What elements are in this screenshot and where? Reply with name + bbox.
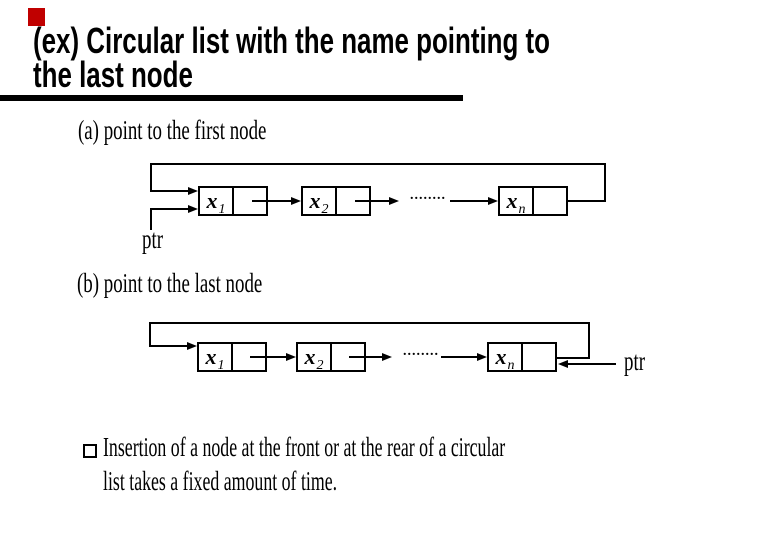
node-b-x1-label: x [205,344,217,369]
bullet-square-icon [83,444,97,458]
arrow-a-x2-to-dots [355,197,399,205]
ptr-b-arrow [558,360,616,368]
node-a-x1-label: x [206,188,218,213]
title-underline [0,95,463,101]
section-a-label: (a) point to the first node [78,115,267,145]
page-title-line-1: (ex) Circular list with the name pointin… [33,20,551,61]
red-accent-square-icon [28,8,45,26]
node-b-xn: xn [487,342,557,373]
loop-a-top-line [150,163,606,165]
node-b-xn-data-field: xn [489,344,523,373]
node-b-x1-subscript: 1 [217,358,225,373]
loop-b-right-line [588,322,590,359]
loop-b-top-line [149,322,590,324]
ellipsis-a: ........ [410,188,446,203]
arrow-b-x1-to-x2 [250,353,296,361]
page-title-line-2: the last node [33,54,193,95]
node-b-xn-pointer-field [523,344,555,370]
loop-b-out-line [540,357,590,359]
loop-a-left-line [150,163,152,192]
node-a-x1-subscript: 1 [218,202,226,217]
loop-a-arrow-into-first-node [150,187,198,195]
node-a-x2-data-field: x2 [303,188,337,217]
section-b-label: (b) point to the last node [77,268,263,298]
node-a-x1: x1 [198,186,268,217]
node-a-x2-subscript: 2 [321,202,329,217]
node-b-xn-label: x [495,344,507,369]
loop-a-right-line [604,163,606,202]
node-b-x1-data-field: x1 [199,344,233,373]
node-a-x2-label: x [309,188,321,213]
ptr-a-label: ptr [142,224,163,254]
bullet-text-line-1: Insertion of a node at the front or at t… [103,432,506,462]
node-b-x2-data-field: x2 [298,344,332,373]
ptr-b-label: ptr [624,346,645,376]
loop-b-left-line [149,322,151,347]
node-a-xn: xn [498,186,568,217]
arrow-a-x1-to-x2 [252,197,301,205]
node-a-xn-pointer-field [534,188,566,214]
ptr-a-arrow [150,205,198,213]
bullet-text: Insertion of a node at the front or at t… [103,430,505,498]
node-a-xn-subscript: n [518,202,526,217]
ptr-a-stem-line [150,208,152,230]
node-b-x2-label: x [304,344,316,369]
node-a-xn-label: x [506,188,518,213]
arrow-b-dots-to-xn [441,353,487,361]
node-a-xn-data-field: xn [500,188,534,217]
node-b-x1: x1 [197,342,267,373]
arrow-b-x2-to-dots [349,353,392,361]
loop-b-arrow-into-first-node [149,342,197,350]
node-b-xn-subscript: n [507,358,515,373]
node-b-x2-subscript: 2 [316,358,324,373]
node-a-x1-data-field: x1 [200,188,234,217]
bullet-text-line-2: list takes a fixed amount of time. [103,466,338,496]
ellipsis-b: ........ [403,344,439,359]
loop-a-out-line [551,200,606,202]
arrow-a-dots-to-xn [450,197,498,205]
